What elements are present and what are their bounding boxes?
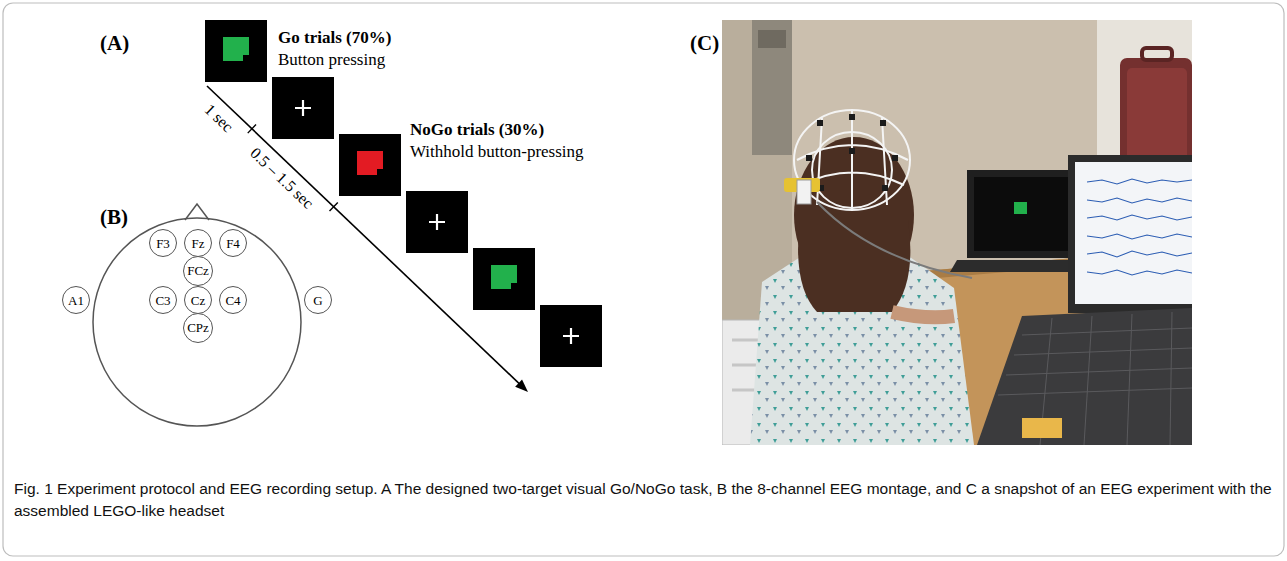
electrode-name: F3 bbox=[156, 237, 170, 250]
experiment-photo bbox=[1087, 234, 1192, 239]
experiment-photo bbox=[882, 185, 888, 191]
experiment-photo bbox=[817, 120, 823, 126]
stimulus-screen bbox=[406, 191, 468, 253]
electrode-site: F4 bbox=[219, 229, 247, 257]
experiment-photo bbox=[977, 308, 1192, 445]
experiment-photo bbox=[1087, 215, 1192, 220]
electrode-site: Fz bbox=[184, 229, 212, 257]
head-outline bbox=[185, 204, 209, 220]
electrode-site: Cz bbox=[184, 286, 212, 314]
experiment-photo bbox=[892, 155, 898, 161]
condition-title: Go trials (70%) bbox=[278, 28, 391, 48]
experiment-photo bbox=[974, 177, 1070, 251]
experiment-photo bbox=[1142, 48, 1172, 60]
experiment-photo bbox=[998, 312, 1192, 445]
stimulus-screen bbox=[429, 214, 445, 230]
experiment-photo bbox=[880, 120, 886, 126]
experiment-photo bbox=[758, 30, 786, 48]
experiment-photo bbox=[1075, 162, 1192, 304]
electrode-site: F3 bbox=[149, 229, 177, 257]
experiment-photo bbox=[1087, 179, 1192, 275]
time-label: 1 sec bbox=[201, 100, 238, 136]
experiment-photo bbox=[998, 328, 1192, 395]
stimulus-screen bbox=[339, 134, 401, 196]
electrode-site: C4 bbox=[219, 286, 247, 314]
time-label: 0.5 – 1.5 sec bbox=[246, 144, 317, 213]
experiment-photo bbox=[1087, 179, 1192, 184]
experiment-photo bbox=[752, 20, 792, 155]
stimulus-screen bbox=[491, 265, 517, 289]
electrode-name: C4 bbox=[225, 294, 240, 307]
condition-note: Button pressing bbox=[278, 50, 385, 70]
stimulus-screen bbox=[540, 305, 602, 367]
electrode-site: CPz bbox=[183, 313, 214, 344]
condition-note: Withhold button-pressing bbox=[410, 142, 584, 162]
experiment-photo bbox=[1068, 155, 1192, 313]
electrode-name: G bbox=[313, 294, 322, 307]
electrode-name: FCz bbox=[187, 264, 209, 277]
experiment-photo bbox=[1087, 251, 1192, 257]
experiment-photo bbox=[1087, 198, 1192, 203]
experiment-photo bbox=[1022, 418, 1062, 438]
experiment-photo bbox=[794, 110, 910, 210]
experiment-photo bbox=[806, 114, 898, 191]
stimulus-screen bbox=[563, 328, 579, 344]
panel-label: (C) bbox=[690, 31, 719, 56]
electrode-name: A1 bbox=[68, 294, 84, 307]
stimulus-screen bbox=[272, 77, 334, 139]
stimulus-screen bbox=[223, 37, 249, 61]
electrode-name: CPz bbox=[187, 321, 209, 334]
experiment-photo bbox=[722, 20, 1192, 445]
figure-frame bbox=[3, 3, 1284, 556]
electrode-site: C3 bbox=[149, 286, 177, 314]
experiment-photo bbox=[849, 114, 855, 120]
axis-tick bbox=[330, 202, 338, 211]
condition-title: NoGo trials (30%) bbox=[410, 120, 544, 140]
panel-label: (A) bbox=[100, 31, 129, 56]
axis-tick bbox=[248, 124, 256, 133]
stimulus-screen bbox=[295, 100, 311, 116]
experiment-photo bbox=[849, 148, 855, 154]
stimulus-screen bbox=[205, 20, 602, 367]
experiment-photo bbox=[1087, 270, 1192, 275]
panel-label: (B) bbox=[100, 205, 128, 230]
experiment-photo bbox=[892, 312, 954, 317]
electrode-site: G bbox=[304, 286, 332, 314]
head-outline bbox=[93, 204, 301, 426]
stimulus-screen bbox=[357, 151, 383, 175]
electrode-site: A1 bbox=[62, 286, 90, 314]
experiment-photo bbox=[797, 180, 811, 204]
figure-caption: Fig. 1 Experiment protocol and EEG recor… bbox=[14, 478, 1272, 523]
stimulus-screen bbox=[205, 20, 267, 82]
experiment-photo bbox=[806, 155, 812, 161]
electrode-name: Cz bbox=[191, 294, 205, 307]
axis-arrowhead bbox=[515, 379, 528, 392]
stimulus-screen bbox=[473, 248, 535, 310]
experiment-photo bbox=[967, 170, 1077, 258]
experiment-photo bbox=[817, 202, 972, 278]
experiment-photo bbox=[797, 110, 908, 210]
head-outline bbox=[93, 218, 301, 426]
electrode-site: FCz bbox=[183, 256, 214, 287]
electrode-name: Fz bbox=[192, 237, 205, 250]
electrode-name: F4 bbox=[226, 237, 240, 250]
electrode-name: C3 bbox=[155, 294, 170, 307]
experiment-photo bbox=[794, 110, 910, 210]
experiment-photo bbox=[1014, 202, 1027, 214]
